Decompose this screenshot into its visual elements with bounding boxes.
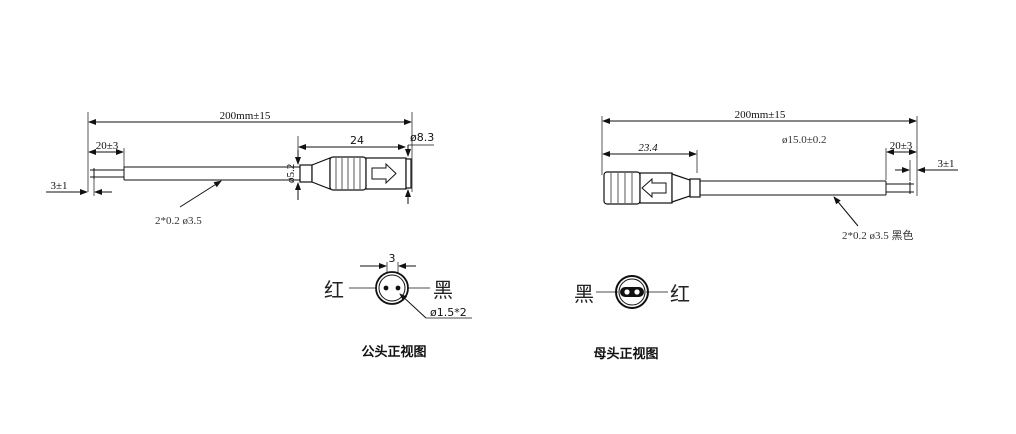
overall-length-label: 200mm±15: [735, 109, 786, 121]
connector-neck: [299, 164, 313, 183]
cable-leader: [833, 196, 859, 227]
connector-neck: [689, 178, 701, 198]
strip-length-label: 20±3: [96, 140, 119, 152]
connector-head: [639, 172, 673, 204]
cable-spec-label: 2*0.2 ø3.5: [155, 215, 202, 227]
connector-diameter-label: ø15.0±0.2: [782, 134, 827, 146]
female-black-label: 黑: [574, 282, 594, 306]
female-front-view: 黑 红 母头正视图: [574, 275, 690, 362]
neck-diameter-label: ø5.2: [285, 164, 297, 183]
male-black-label: 黑: [433, 278, 453, 302]
socket-hole-icon: [624, 289, 630, 295]
male-caption: 公头正视图: [361, 344, 426, 360]
male-face-outer: [375, 271, 409, 305]
male-face-inner: [378, 274, 406, 302]
pin-icon: [383, 285, 389, 291]
connector-length-label: 23.4: [638, 142, 658, 154]
connector-length-label: 24: [350, 134, 364, 147]
female-side-view: 200mm±15 23.4 ø15.0±0.2 20±3 3±1: [601, 109, 958, 242]
pin-leader: [399, 293, 427, 319]
pin-spec-label: ø1.5*2: [430, 306, 467, 319]
female-face-inner: [618, 278, 646, 306]
socket-slot: [620, 287, 644, 297]
female-caption: 母头正视图: [593, 346, 658, 362]
male-red-label: 红: [324, 278, 344, 302]
cable-jacket: [123, 166, 300, 181]
front-spacing-label: 3: [389, 252, 396, 265]
male-front-view: 3 红 黑 ø1.5*2 公头正视图: [324, 252, 472, 360]
male-side-view: 200mm±15 20±3 3±1 24: [46, 110, 434, 227]
pin-icon: [395, 285, 401, 291]
socket-hole-icon: [634, 289, 640, 295]
cable-spec-label: 2*0.2 ø3.5 黑色: [842, 228, 914, 242]
strip-length-label: 20±3: [890, 140, 913, 152]
cable-jacket: [700, 180, 887, 196]
direction-arrow-icon: [371, 162, 397, 185]
connector-head: [365, 157, 407, 190]
tin-length-label: 3±1: [937, 158, 954, 170]
overall-length-label: 200mm±15: [220, 110, 271, 122]
connector-taper: [671, 173, 691, 203]
direction-arrow-icon: [641, 177, 667, 199]
cable-leader: [179, 180, 222, 208]
connector-taper: [311, 157, 331, 190]
connector-grip: [603, 171, 641, 205]
connector-tip: [405, 158, 412, 189]
tin-length-label: 3±1: [50, 180, 67, 192]
female-red-label: 红: [670, 282, 690, 306]
connector-diameter-label: ø8.3: [410, 131, 434, 144]
